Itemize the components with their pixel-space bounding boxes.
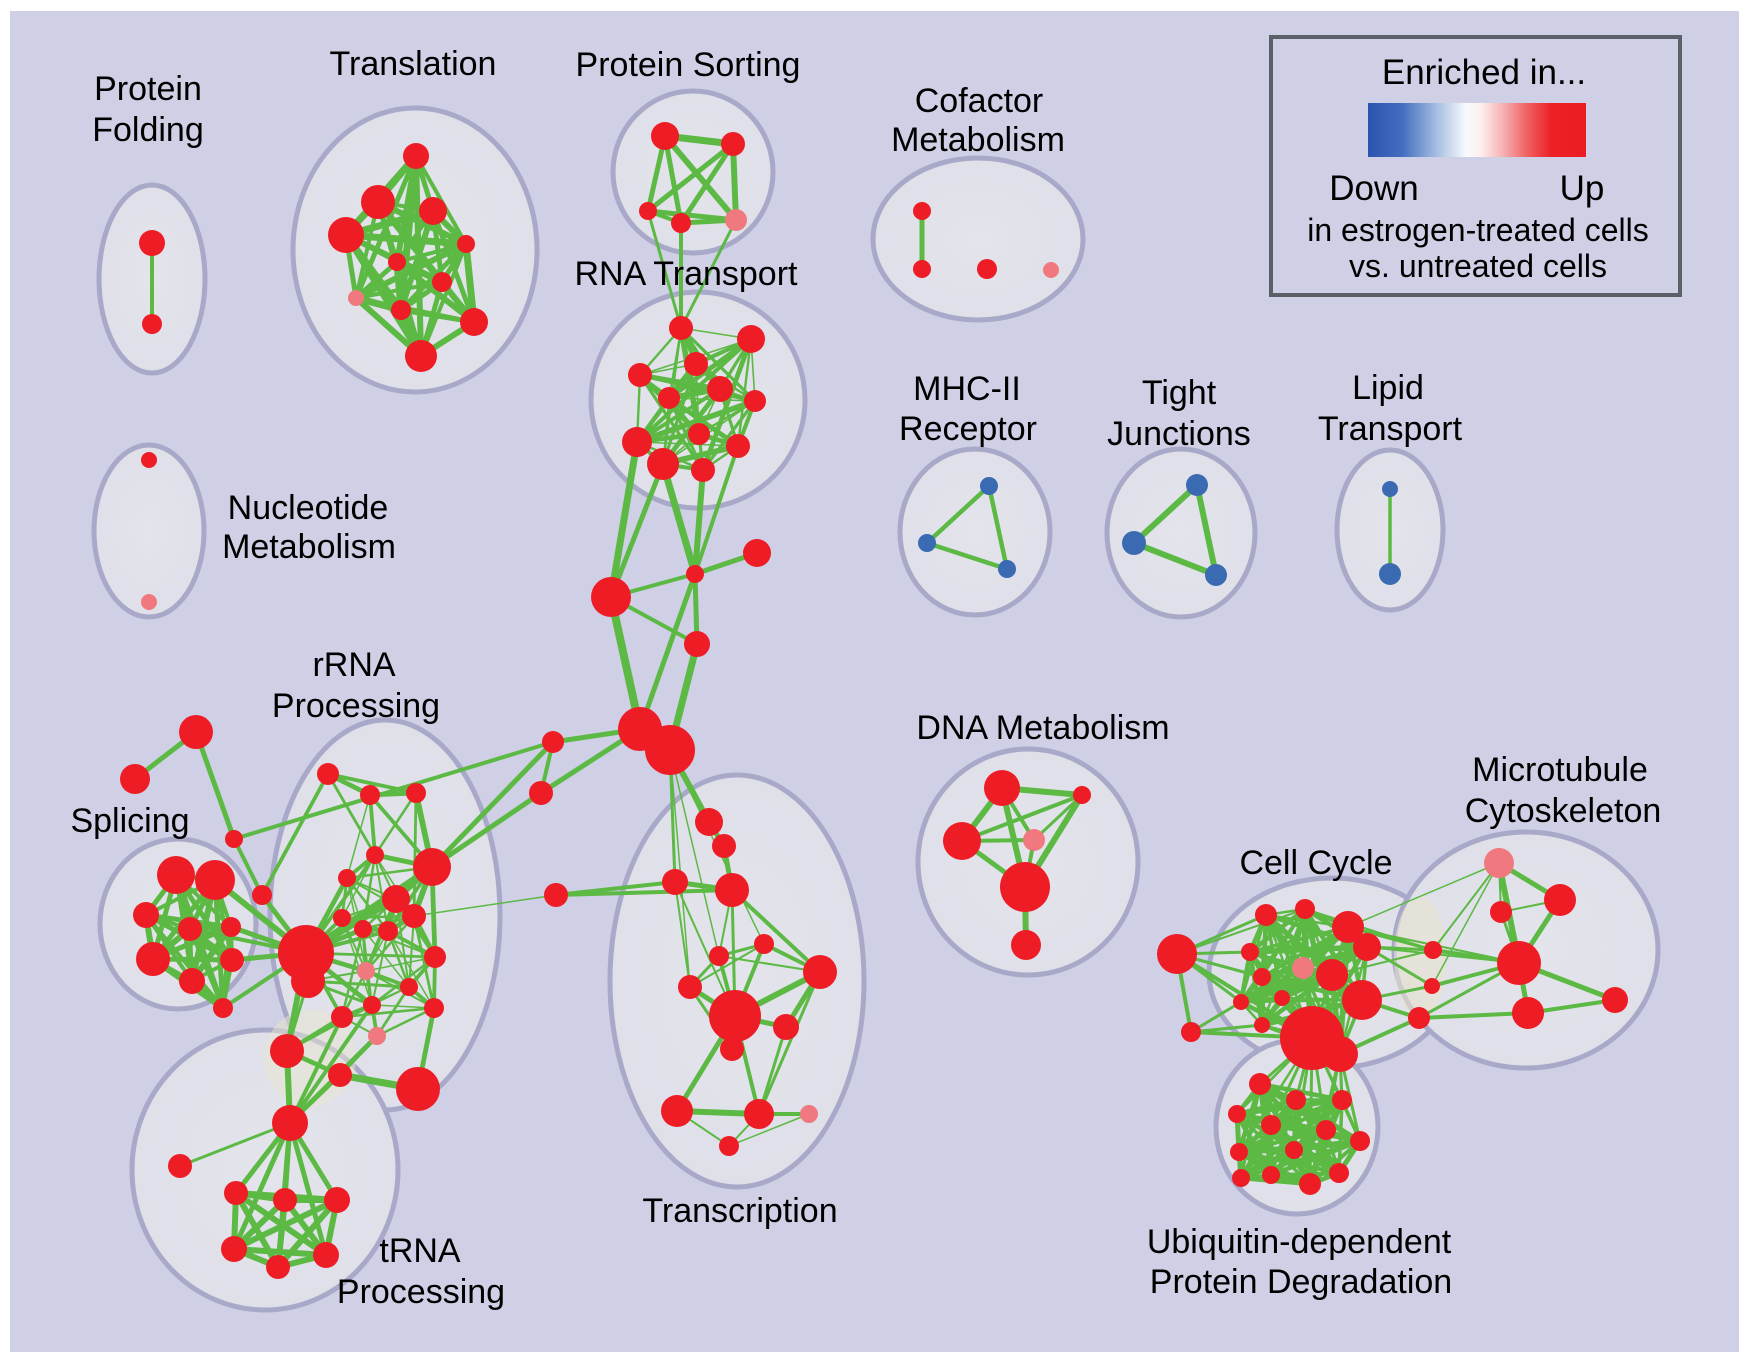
- svg-text:Processing: Processing: [337, 1273, 505, 1311]
- svg-text:Junctions: Junctions: [1107, 415, 1251, 453]
- svg-text:tRNA: tRNA: [379, 1232, 461, 1270]
- svg-text:Protein Sorting: Protein Sorting: [576, 46, 801, 84]
- svg-text:Protein: Protein: [94, 70, 202, 108]
- svg-text:Cofactor: Cofactor: [915, 82, 1044, 120]
- svg-text:DNA Metabolism: DNA Metabolism: [916, 709, 1169, 747]
- svg-text:vs. untreated cells: vs. untreated cells: [1349, 248, 1607, 284]
- svg-text:Cell Cycle: Cell Cycle: [1239, 844, 1392, 882]
- svg-text:Transport: Transport: [1318, 410, 1463, 448]
- svg-text:Transcription: Transcription: [642, 1192, 837, 1230]
- svg-text:Folding: Folding: [92, 111, 204, 149]
- svg-text:Tight: Tight: [1142, 374, 1217, 412]
- svg-text:Processing: Processing: [272, 687, 440, 725]
- svg-text:Metabolism: Metabolism: [222, 528, 396, 566]
- svg-text:MHC-II: MHC-II: [913, 370, 1021, 408]
- svg-text:Microtubule: Microtubule: [1472, 751, 1648, 789]
- svg-text:in estrogen-treated cells: in estrogen-treated cells: [1307, 212, 1649, 248]
- svg-text:Down: Down: [1329, 169, 1418, 208]
- svg-text:Translation: Translation: [330, 45, 497, 83]
- svg-text:Nucleotide: Nucleotide: [228, 489, 389, 527]
- svg-text:Receptor: Receptor: [899, 410, 1037, 448]
- svg-text:rRNA: rRNA: [312, 646, 395, 684]
- svg-text:Lipid: Lipid: [1352, 369, 1424, 407]
- svg-text:Metabolism: Metabolism: [891, 121, 1065, 159]
- svg-text:RNA Transport: RNA Transport: [575, 255, 799, 293]
- svg-text:Ubiquitin-dependent: Ubiquitin-dependent: [1147, 1223, 1452, 1261]
- svg-text:Protein Degradation: Protein Degradation: [1150, 1263, 1452, 1301]
- svg-text:Up: Up: [1560, 169, 1605, 208]
- svg-text:Enriched in...: Enriched in...: [1382, 53, 1586, 92]
- svg-text:Splicing: Splicing: [70, 802, 189, 840]
- svg-text:Cytoskeleton: Cytoskeleton: [1465, 792, 1662, 830]
